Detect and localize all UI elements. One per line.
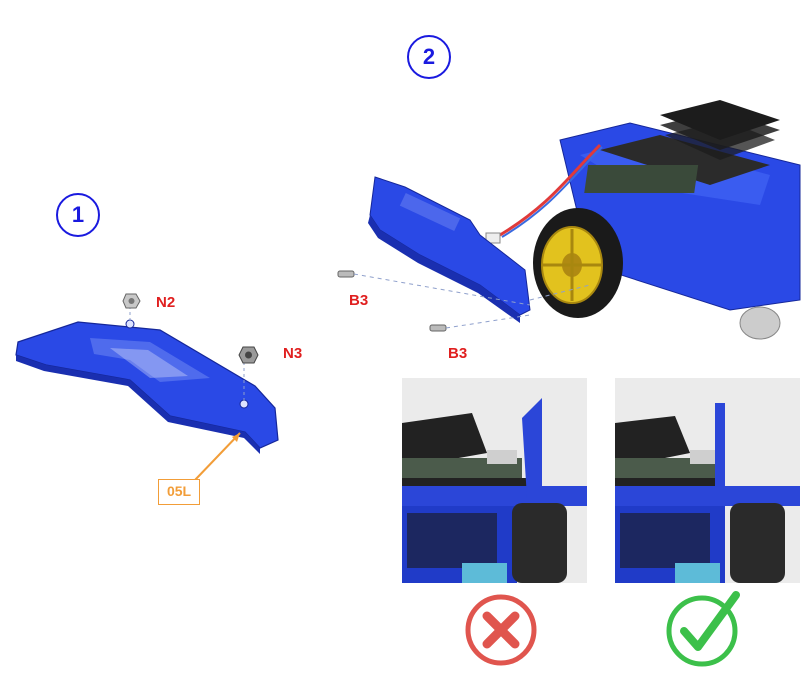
nut-n2-icon <box>122 293 141 309</box>
photo-wrong-install <box>402 378 587 583</box>
robot-assembly-illustration <box>337 100 801 340</box>
callout-leader <box>194 432 241 481</box>
nut-n3-icon <box>238 346 259 364</box>
photo-correct-install <box>615 378 800 583</box>
step-2-marker: 2 <box>407 35 451 79</box>
step-1-marker: 1 <box>56 193 100 237</box>
label-b3-upper: B3 <box>349 292 369 309</box>
check-icon <box>666 591 740 667</box>
label-n2: N2 <box>156 294 176 311</box>
label-b3-lower: B3 <box>448 345 468 362</box>
label-n3: N3 <box>283 345 303 362</box>
callout-05l: 05L <box>158 479 200 505</box>
cross-icon <box>465 594 537 666</box>
acrylic-plate-05l <box>15 300 279 454</box>
